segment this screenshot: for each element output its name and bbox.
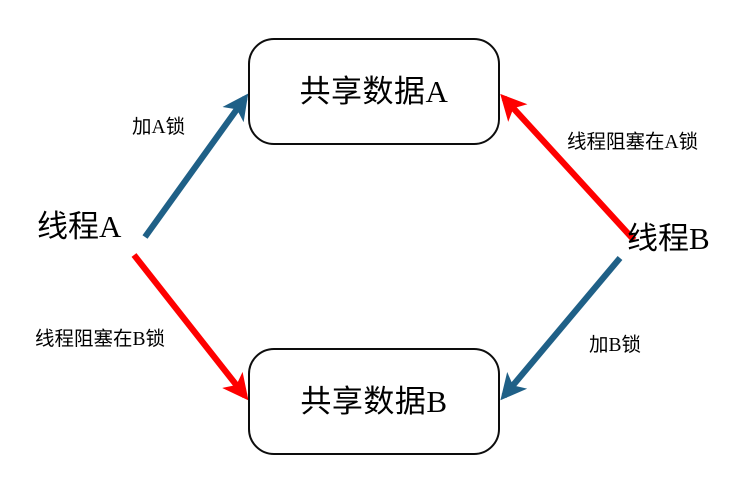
node-shared-data-a-label: 共享数据A bbox=[299, 74, 449, 109]
arrow-thread-b-locks-b bbox=[500, 256, 623, 401]
arrow-thread-b-blocked-on-a bbox=[500, 93, 637, 243]
edge-label-thread-b-blocked-on-a: 线程阻塞在A锁 bbox=[567, 132, 699, 153]
node-thread-a-label: 线程A bbox=[37, 209, 122, 244]
edge-label-thread-a-blocked-on-b: 线程阻塞在B锁 bbox=[35, 329, 166, 350]
arrow-thread-a-locks-a bbox=[142, 93, 249, 239]
node-shared-data-a: 共享数据A bbox=[248, 38, 500, 145]
node-thread-b-label: 线程B bbox=[627, 221, 710, 256]
edge-label-thread-b-locks-b: 加B锁 bbox=[589, 335, 642, 356]
arrow-thread-a-blocked-on-b bbox=[131, 253, 249, 401]
edge-label-thread-a-locks-a: 加A锁 bbox=[132, 117, 186, 138]
node-shared-data-b-label: 共享数据B bbox=[300, 384, 448, 419]
node-shared-data-b: 共享数据B bbox=[248, 348, 500, 455]
